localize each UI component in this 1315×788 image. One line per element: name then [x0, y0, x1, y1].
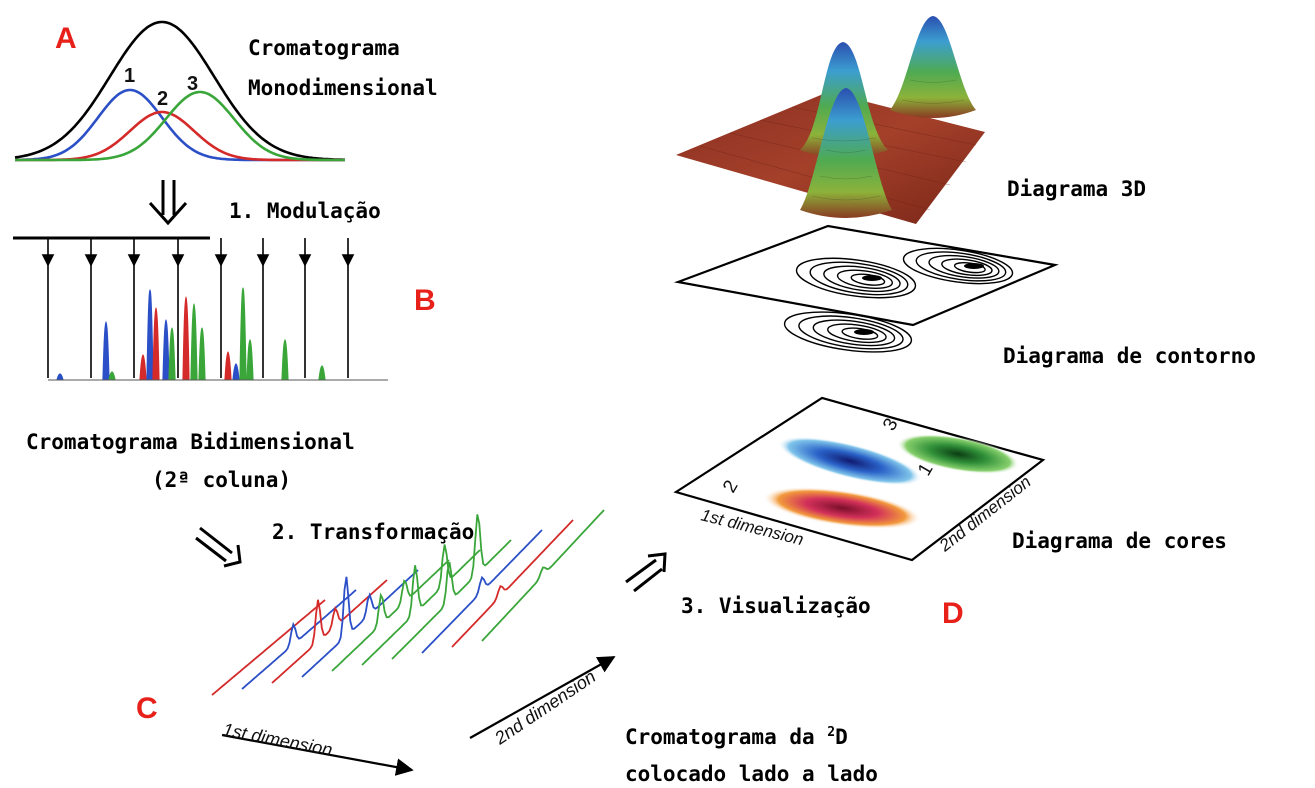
color-diagram: 1 2 3 1st dimension 2nd dimension — [673, 396, 1046, 562]
contour-ring — [798, 315, 904, 350]
modulation-arrowhead — [214, 254, 228, 267]
stacked-trace — [241, 589, 357, 690]
modulated-peak — [318, 365, 326, 381]
stacked-trace — [481, 509, 605, 642]
step-3-label: 3. Visualização — [681, 594, 871, 618]
peak-3-curve — [15, 90, 345, 162]
modulated-peak — [146, 289, 154, 381]
panel-a-letter: A — [55, 22, 77, 55]
modulated-peak — [168, 327, 176, 381]
modulated-peak — [281, 339, 289, 381]
modulated-peak — [232, 363, 240, 381]
contour-ring — [809, 261, 909, 296]
label-contour-diagram: Diagrama de contorno — [1003, 344, 1256, 368]
c-axis-2-label: 2nd dimension — [490, 666, 599, 749]
contour-ring — [823, 265, 901, 293]
contour-ring — [915, 251, 1007, 282]
stacked-trace — [301, 569, 419, 678]
step-1-label: 1. Modulação — [229, 199, 381, 223]
panel-c-letter: C — [136, 692, 158, 725]
stacked-trace — [331, 559, 450, 672]
contour-ring — [783, 311, 913, 353]
contour-ring — [795, 257, 917, 299]
spot-2 — [762, 486, 922, 530]
modulated-peak — [190, 303, 198, 381]
contour-ring — [928, 254, 1000, 279]
surface-3d-diagram — [676, 16, 985, 224]
stacked-trace — [391, 514, 512, 660]
panel-b-letter: B — [414, 284, 436, 317]
modulated-peak — [239, 287, 247, 381]
modulation-arrowhead — [171, 254, 185, 267]
c-axis-1-label: 1st dimension — [221, 719, 334, 760]
peak-label-2: 2 — [157, 88, 168, 110]
modulation-arrowhead — [341, 254, 355, 267]
peak-label-1: 1 — [124, 65, 135, 87]
contour-diagram — [673, 224, 1059, 353]
modulated-peak — [108, 371, 116, 381]
step-1-arrow — [148, 180, 188, 226]
modulated-peak — [224, 351, 232, 381]
panel-b-modulation — [13, 236, 388, 381]
panel-a-title-line1: Cromatograma — [248, 36, 400, 60]
step-2-label: 2. Transformação — [272, 520, 475, 544]
contour-ring — [850, 273, 886, 286]
modulation-arrowhead — [41, 254, 55, 267]
modulated-peak — [56, 373, 64, 381]
stacked-trace — [361, 544, 481, 666]
spot-1 — [778, 436, 922, 486]
contour-ring — [836, 269, 893, 290]
stacked-trace — [211, 599, 326, 696]
modulated-peak — [139, 354, 147, 381]
modulation-arrowhead — [256, 254, 270, 267]
panel-c-caption-line1: Cromatograma da 2D — [625, 725, 848, 749]
panel-c-stacked — [211, 509, 605, 696]
stacked-trace — [271, 579, 388, 684]
modulated-peak — [246, 339, 254, 381]
label-3d-diagram: Diagrama 3D — [1007, 177, 1147, 201]
panel-c-caption-line2: colocado lado a lado — [625, 762, 878, 786]
panel-b-title-line1: Cromatograma Bidimensional — [26, 430, 355, 454]
contour-ring — [902, 247, 1014, 285]
panel-a-title-line2: Monodimensional — [248, 76, 438, 100]
contour-ring — [827, 323, 887, 344]
modulation-arrowhead — [127, 254, 141, 267]
modulated-peak — [102, 321, 110, 381]
envelope-curve — [14, 20, 345, 161]
stacked-trace — [451, 519, 574, 648]
contour-core — [854, 329, 874, 335]
contour-core — [964, 263, 984, 269]
step-3-arrow — [625, 552, 667, 593]
modulated-peak — [162, 319, 170, 381]
panel-b-title-line2: (2ª coluna) — [152, 468, 292, 492]
stacked-trace — [421, 529, 543, 654]
contour-ring — [841, 327, 879, 340]
label-color-diagram: Diagrama de cores — [1012, 529, 1227, 553]
contour-core — [862, 275, 882, 281]
modulated-peak — [182, 296, 190, 381]
peak-label-3: 3 — [187, 73, 198, 95]
panel-c-axes: 1st dimension 2nd dimension — [221, 656, 616, 776]
contour-ring — [941, 258, 993, 277]
modulated-peak — [198, 327, 206, 381]
spot-3 — [896, 434, 1020, 474]
modulation-arrowhead — [298, 254, 312, 267]
panel-a-chromatogram: 1 2 3 — [14, 20, 345, 162]
step-2-arrow — [195, 526, 242, 568]
contour-ring — [812, 319, 896, 347]
panel-d-letter: D — [942, 597, 964, 630]
modulation-arrowhead — [84, 254, 98, 267]
modulated-peak — [152, 307, 160, 381]
